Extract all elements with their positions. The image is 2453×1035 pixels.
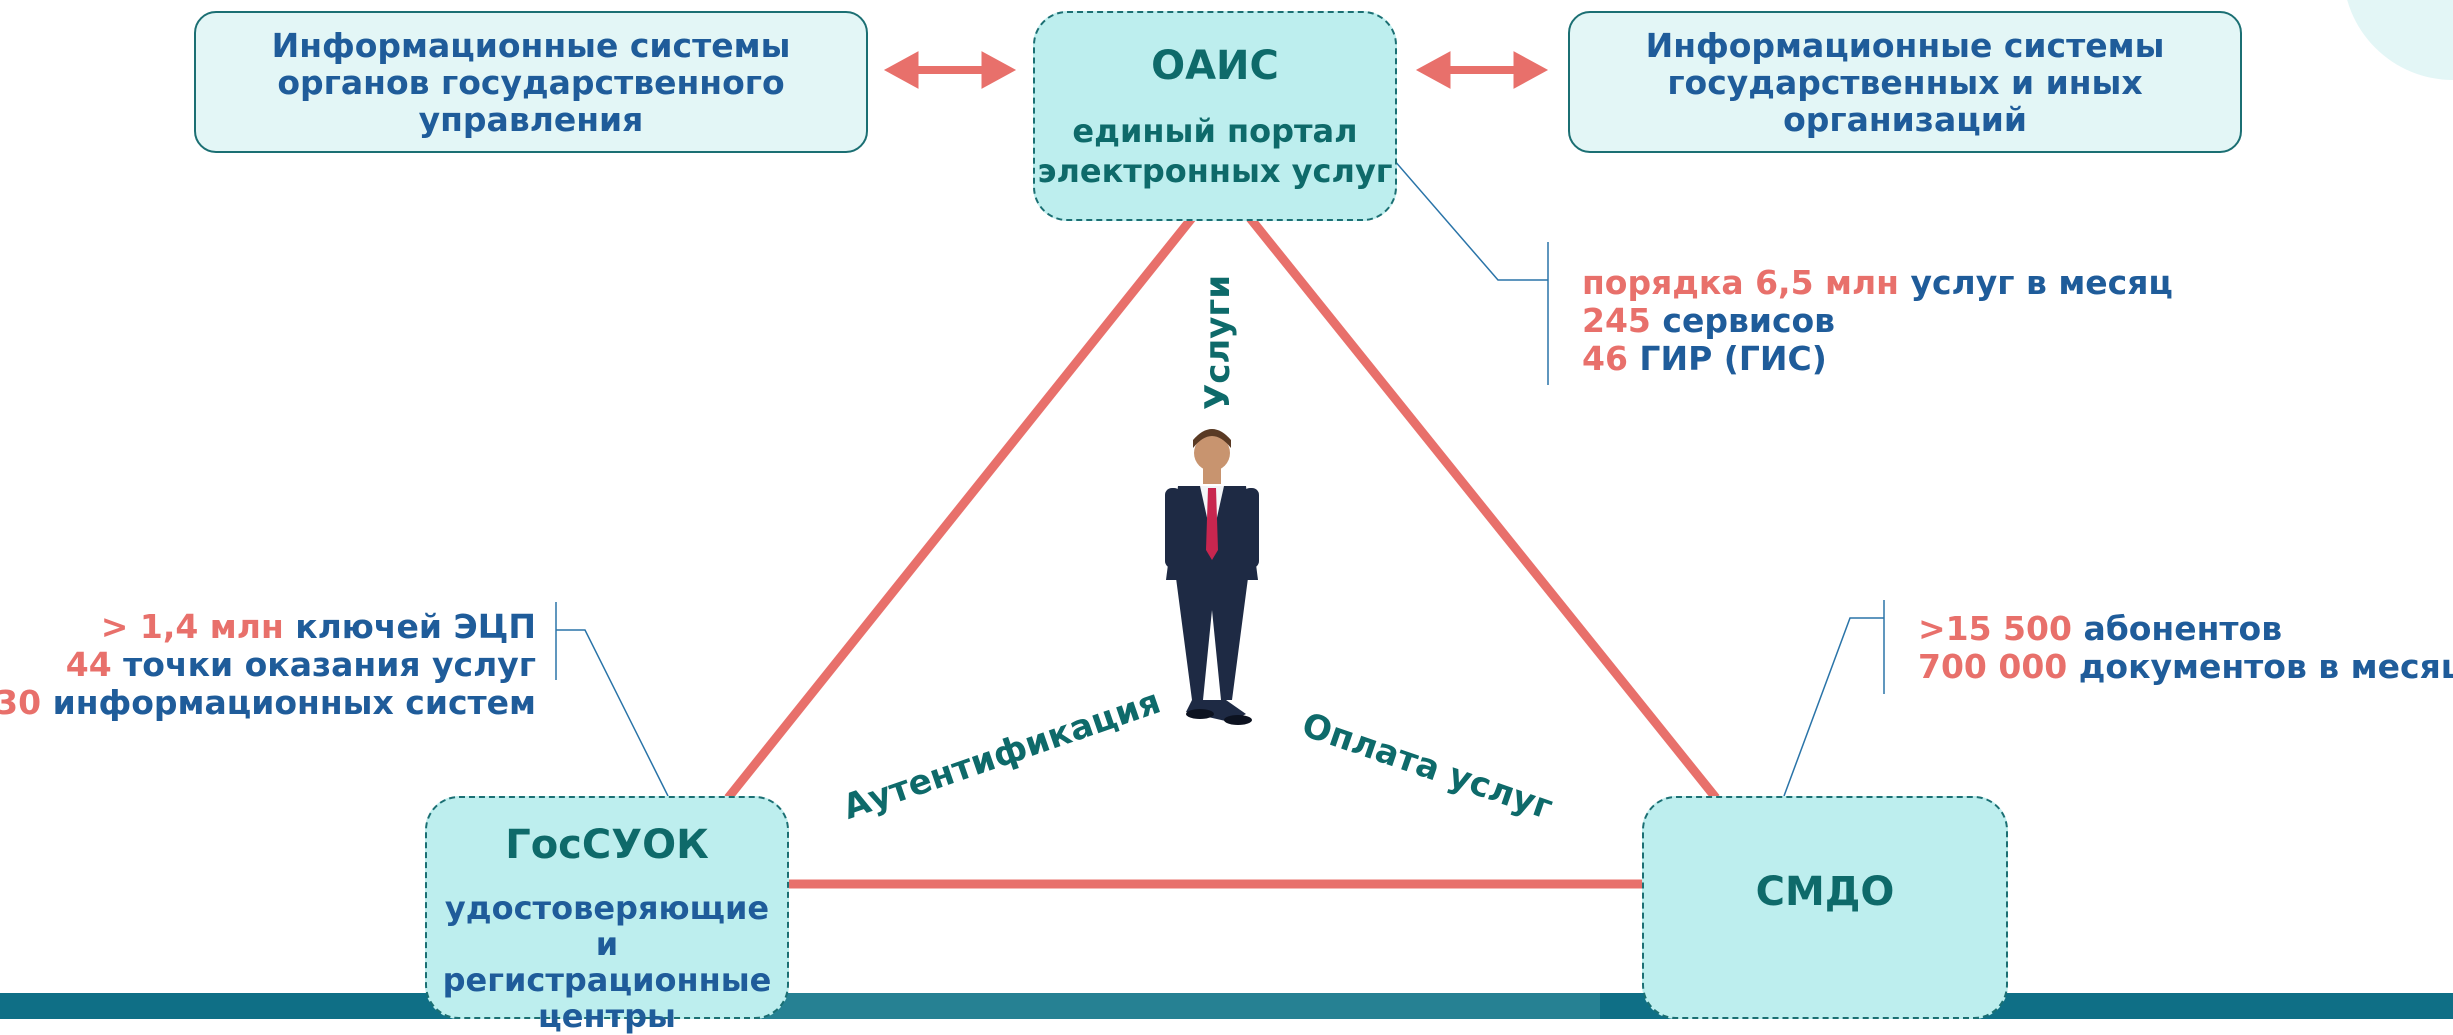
stat-text: информационных систем [41, 683, 536, 722]
stat-line: 245 сервисов [1582, 302, 2173, 340]
box-line: государственных и иных [1667, 62, 2143, 102]
oais-subtitle-line1: единый портал [1072, 112, 1358, 150]
callout-right [1783, 600, 1885, 797]
box-line: Информационные системы [271, 25, 791, 65]
stat-text: абонентов [2071, 609, 2283, 648]
smdo-stats: >15 500 абонентов 700 000 документов в м… [1918, 610, 2453, 686]
stat-text: документов в месяц [2067, 647, 2453, 686]
stat-line: >15 500 абонентов [1918, 610, 2453, 648]
box-line: органов государственного [277, 62, 785, 102]
oais-title: ОАИС [1151, 43, 1279, 89]
edge-top-right [1246, 215, 1720, 801]
stat-number: 44 [65, 645, 112, 684]
stat-line: 46 ГИР (ГИС) [1582, 340, 2173, 378]
stat-text: услуг в месяц [1898, 263, 2173, 302]
stat-text: точки оказания услуг [111, 645, 536, 684]
stat-line: порядка 6,5 млн услуг в месяц [1582, 264, 2173, 302]
edge-top-left [724, 215, 1196, 801]
oais-subtitle-line2: электронных услуг [1037, 152, 1393, 190]
callout-left [555, 602, 669, 797]
stat-line: 30 информационных систем [0, 684, 536, 722]
gossuok-subtitle-line3: центры [538, 997, 676, 1035]
box-line: организаций [1783, 99, 2027, 139]
stat-number: 245 [1582, 301, 1651, 340]
stat-line: 700 000 документов в месяц [1918, 648, 2453, 686]
stat-number: > 1,4 млн [100, 607, 284, 646]
gossuok-subtitle-line1: удостоверяющие [444, 889, 770, 927]
stat-number: 46 [1582, 339, 1628, 378]
gossuok-title: ГосСУОК [505, 822, 709, 868]
stat-number: 700 000 [1918, 647, 2068, 686]
oais-node: ОАИС единый портал электронных услуг [1033, 11, 1397, 221]
box-line: управления [418, 99, 644, 139]
stat-number: >15 500 [1918, 609, 2072, 648]
businessman-figure [1165, 429, 1259, 725]
smdo-title: СМДО [1755, 869, 1895, 915]
oais-stats: порядка 6,5 млн услуг в месяц 245 сервис… [1582, 264, 2173, 378]
stat-number: 30 [0, 683, 42, 722]
callout-top [1393, 159, 1549, 385]
stat-text: сервисов [1650, 301, 1836, 340]
stat-line: 44 точки оказания услуг [0, 646, 536, 684]
stat-number: порядка 6,5 млн [1582, 263, 1899, 302]
double-arrow-left [883, 51, 1017, 89]
edge-label-services: Услуги [1198, 274, 1238, 410]
double-arrow-right [1415, 51, 1549, 89]
gov-bodies-systems-box: Информационные системы органов государст… [194, 11, 868, 153]
stat-text: ГИР (ГИС) [1627, 339, 1827, 378]
gossuok-node: ГосСУОК удостоверяющие и регистрационные… [425, 796, 789, 1034]
corner-decoration [2347, 0, 2453, 80]
gossuok-subtitle-line2: и регистрационные [442, 925, 772, 999]
gossuok-stats: > 1,4 млн ключей ЭЦП 44 точки оказания у… [0, 608, 536, 722]
stat-text: ключей ЭЦП [283, 607, 536, 646]
smdo-node: СМДО [1642, 796, 2008, 1019]
gov-organizations-systems-box: Информационные системы государственных и… [1568, 11, 2242, 153]
stat-line: > 1,4 млн ключей ЭЦП [0, 608, 536, 646]
box-line: Информационные системы [1645, 25, 2165, 65]
